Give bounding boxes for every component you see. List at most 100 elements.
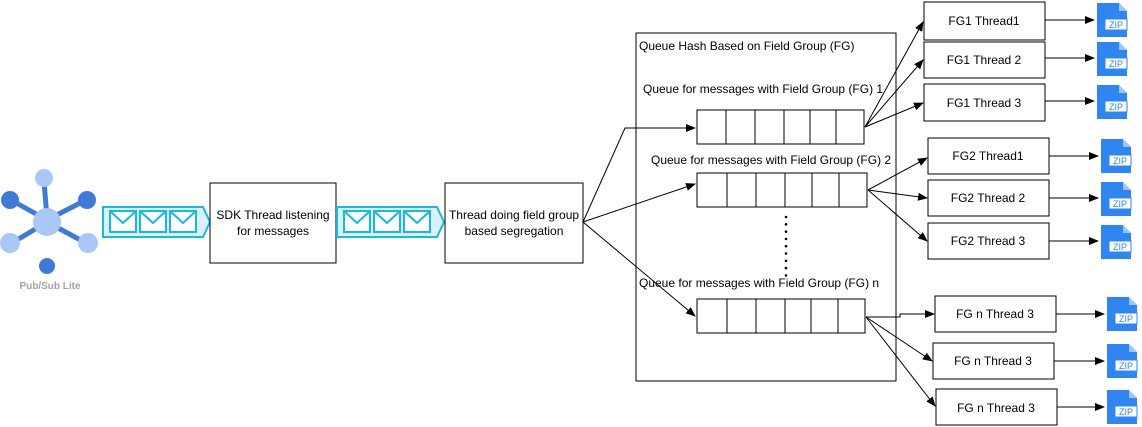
pubsub-node [35, 169, 53, 187]
zip-file-icon: ZIP [1101, 182, 1132, 216]
thread-box-fg2-3 [927, 222, 1050, 260]
thread-label-fg1-3: FG1 Thread 3 [947, 96, 1022, 110]
queue-hash-title: Queue Hash Based on Field Group (FG) [639, 39, 854, 53]
zip-file-icon: ZIP [1101, 225, 1132, 259]
pubsub-node [39, 258, 55, 274]
pubsub-label: Pub/Sub Lite [19, 281, 81, 292]
zip-label: ZIP [1109, 20, 1123, 30]
arrow-segregation-to-queue-2 [582, 183, 696, 223]
zip-icon-column: ZIP ZIP ZIP ZIP ZIP ZIP ZIP ZIP ZIP [1097, 3, 1138, 424]
thread-box-fg1-1 [923, 1, 1046, 41]
zip-label: ZIP [1109, 59, 1123, 69]
queue-2-frame [696, 172, 868, 208]
queue-label-2: Queue for messages with Field Group (FG)… [651, 153, 891, 167]
zip-file-icon: ZIP [1097, 42, 1128, 76]
envelope-icon [109, 210, 137, 233]
thread-box-fg1-3 [923, 83, 1046, 122]
zip-file-corner [1119, 85, 1127, 93]
ellipsis-dot [784, 237, 788, 241]
zip-file-corner [1129, 297, 1137, 305]
ellipsis-dot [784, 215, 788, 219]
thread-label-fg2-2: FG2 Thread 2 [951, 191, 1026, 205]
thread-box-fg2-1 [927, 137, 1050, 175]
arrow-queue1-to-thread1 [864, 21, 924, 128]
ellipsis-dot [784, 230, 788, 233]
sdk-thread-label-line2: for messages [237, 224, 309, 238]
thread-box-fgn-1 [934, 295, 1057, 333]
queue-n-frame [696, 298, 866, 334]
zip-label: ZIP [1109, 102, 1123, 112]
zip-file-corner [1119, 42, 1127, 50]
arrow-queue1-to-thread2 [864, 59, 924, 128]
thread-box-fgn-2 [932, 342, 1055, 380]
zip-label: ZIP [1119, 407, 1133, 417]
zip-file-icon: ZIP [1107, 344, 1138, 378]
arrow-queuen-to-thread3 [865, 316, 936, 407]
zip-tag [1114, 312, 1138, 325]
zip-file-corner [1129, 344, 1137, 352]
arrow-segregation-to-queue-n [582, 221, 696, 317]
thread-label-fg2-3: FG2 Thread 3 [951, 234, 1026, 248]
arrow-segregation-to-queue-1 [582, 124, 696, 223]
zip-tag [1104, 100, 1128, 113]
arrow-queue1-to-thread3 [864, 102, 924, 128]
pubsub-node [1, 191, 19, 209]
ellipsis-dot [784, 274, 788, 277]
envelope-icon [373, 210, 401, 233]
pubsub-lite-icon [0, 169, 98, 274]
pubsub-node [78, 191, 96, 209]
envelope-icon [169, 210, 197, 233]
thread-box-fg2-2 [927, 179, 1050, 217]
queue-label-1: Queue for messages with Field Group (FG)… [643, 82, 883, 96]
thread-label-fg2-1: FG2 Thread1 [952, 149, 1023, 163]
envelope-icon [403, 210, 431, 233]
queue-label-n: Queue for messages with Field Group (FG)… [639, 276, 879, 290]
zip-label: ZIP [1113, 199, 1127, 209]
sdk-thread-label-line1: SDK Thread listening [216, 208, 329, 222]
zip-file-corner [1119, 3, 1127, 11]
zip-label: ZIP [1119, 314, 1133, 324]
zip-tag [1108, 240, 1132, 253]
segregation-thread-label-line2: based segregation [465, 224, 564, 238]
thread-label-fgn-1: FG n Thread 3 [956, 307, 1034, 321]
thread-label-fg1-1: FG1 Thread1 [948, 14, 1019, 28]
arrow-queue2-to-thread3 [867, 189, 928, 242]
sdk-thread-box [209, 182, 337, 264]
zip-tag [1114, 405, 1138, 418]
ellipsis-dot [784, 252, 788, 255]
pubsub-node [0, 233, 20, 253]
arrow-queue2-to-thread2 [867, 189, 928, 201]
zip-tag [1104, 57, 1128, 70]
zip-file-corner [1129, 390, 1137, 398]
zip-file-icon: ZIP [1097, 85, 1128, 119]
zip-file-icon: ZIP [1097, 3, 1128, 37]
arrow-queuen-to-thread1 [866, 310, 935, 318]
envelope-icon [343, 210, 371, 233]
zip-label: ZIP [1113, 242, 1127, 252]
message-stream-2 [336, 206, 446, 238]
zip-tag [1108, 154, 1132, 167]
queue-1 [696, 109, 865, 145]
zip-file-icon: ZIP [1107, 297, 1138, 331]
envelope-icon [139, 210, 167, 233]
zip-file-corner [1123, 182, 1131, 190]
arrow-queuen-to-thread2 [865, 316, 933, 362]
queue-1-frame [696, 109, 865, 145]
thread-label-fgn-3: FG n Thread 3 [957, 401, 1035, 415]
arrow-queue2-to-thread1 [867, 157, 928, 191]
zip-label: ZIP [1119, 361, 1133, 371]
segregation-thread-label-line1: Thread doing field group [449, 208, 579, 222]
thread-box-fg1-2 [923, 41, 1046, 79]
zip-file-icon: ZIP [1101, 139, 1132, 173]
zip-tag [1114, 359, 1138, 372]
thread-label-fg1-2: FG1 Thread 2 [947, 53, 1022, 67]
zip-tag [1104, 18, 1128, 31]
segregation-thread-box [444, 182, 584, 264]
pubsub-node [78, 233, 98, 253]
zip-file-icon: ZIP [1107, 390, 1138, 424]
zip-tag [1108, 197, 1132, 210]
queue-n [696, 298, 866, 334]
queue-2 [696, 172, 868, 208]
queue-ellipsis [784, 215, 788, 277]
